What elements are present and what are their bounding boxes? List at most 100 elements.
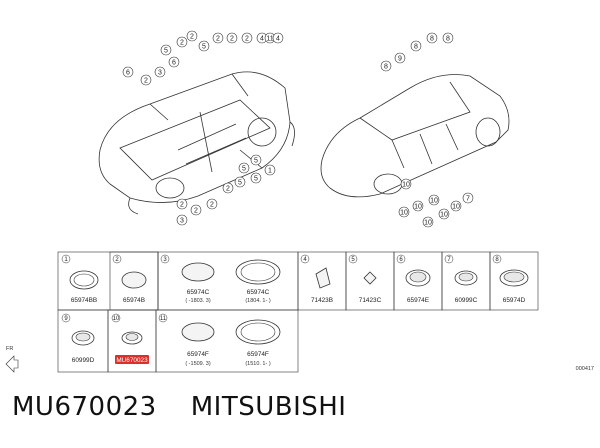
svg-text:8: 8 [430,36,434,43]
highlighted-part [115,355,149,364]
callout: 4 [272,32,284,44]
svg-text:5: 5 [242,166,246,173]
svg-text:2: 2 [226,186,230,193]
parts-table [57,251,539,373]
svg-text:2: 2 [230,36,234,43]
svg-text:2: 2 [194,208,198,215]
table-cell-1: 1 65974BB [61,254,99,304]
callout: 2 [186,30,198,42]
callout: 10 [438,208,450,220]
table-cell-6: 6 65974E [396,254,431,304]
table-cell-8: 8 65974D [492,254,529,304]
part-number: 65974E [407,297,429,304]
callout: 5 [238,162,250,174]
table-cell-2: 2 65974B [112,254,147,304]
callout: 2 [226,32,238,44]
callout: 8 [380,60,392,72]
svg-text:8: 8 [384,64,388,71]
svg-text:11: 11 [266,36,273,43]
callout: 1 [264,164,276,176]
callout: 2 [176,198,188,210]
callout: 6 [168,56,180,68]
callout: 9 [394,52,406,64]
callout: 2 [212,32,224,44]
callout: 5 [160,44,172,56]
brand-caption: MITSUBISHI [190,392,347,422]
svg-text:2: 2 [190,34,194,41]
parts-diagram: 6 2 3 6 5 2 2 2 5 2 2 4 11 4 5 5 2 5 1 5… [5,30,594,373]
table-cell-9: 9 60999D [61,313,95,364]
callout: 3 [154,66,166,78]
svg-text:4: 4 [260,36,264,43]
table-cell-3: 3 65974C ( -1803. 3) 65974C (1804. 1- ) [160,254,281,304]
callout: 8 [410,40,422,52]
part-number: 71423B [311,297,333,304]
svg-text:10: 10 [452,204,460,211]
part-note: (1804. 1- ) [245,298,271,304]
callout: 10 [400,178,412,190]
svg-text:10: 10 [430,198,438,205]
svg-text:11: 11 [160,316,167,322]
callout: 8 [442,32,454,44]
callout: 3 [176,214,188,226]
svg-text:3: 3 [180,218,184,225]
part-note: ( -1803. 3) [185,298,211,304]
svg-text:2: 2 [245,36,249,43]
svg-text:8: 8 [446,36,450,43]
svg-text:4: 4 [276,36,280,43]
svg-text:10: 10 [414,204,422,211]
part-note: ( -1509. 3) [185,361,211,367]
left-car-illustration [98,71,295,215]
svg-text:7: 7 [447,257,451,263]
callout: 8 [426,32,438,44]
figure-code: 000417 [576,366,594,372]
table-cell-11: 11 65974F ( -1509. 3) 65974F (1510. 1- ) [158,313,281,367]
svg-text:10: 10 [400,210,408,217]
table-cell-7: 7 60999C [444,254,478,304]
svg-text:6: 6 [172,60,176,67]
part-number: 65974F [187,351,209,358]
callout: 5 [250,172,262,184]
svg-text:9: 9 [398,56,402,63]
right-car-illustration [320,74,510,198]
caption: MU670023 MITSUBISHI [12,392,380,422]
table-cell-4: 4 71423B [300,254,333,304]
svg-text:5: 5 [164,48,168,55]
callout: 5 [234,176,246,188]
svg-text:7: 7 [466,196,470,203]
callout: 10 [450,200,462,212]
callout: 10 [412,200,424,212]
part-number-caption: MU670023 [12,392,157,422]
callout: 2 [222,182,234,194]
svg-text:5: 5 [254,176,258,183]
svg-text:6: 6 [126,70,130,77]
table-cell-5: 5 71423C [348,254,382,304]
part-number: 60999C [455,297,478,304]
svg-text:9: 9 [64,316,68,322]
callout: 2 [241,32,253,44]
front-direction-indicator: FR [5,346,19,373]
part-number: 65974B [123,297,145,304]
svg-text:5: 5 [202,44,206,51]
callout: 10 [398,206,410,218]
part-number: 65974C [247,289,270,296]
svg-text:3: 3 [163,257,167,263]
svg-text:2: 2 [144,78,148,85]
svg-text:1: 1 [268,168,272,175]
left-callouts: 6 2 3 6 5 2 2 2 5 2 2 4 11 4 5 5 2 5 1 5… [122,30,284,226]
svg-text:8: 8 [495,257,499,263]
part-number: 71423C [359,297,382,304]
table-cell-10: 10 MU670023 [111,313,149,364]
svg-text:2: 2 [210,202,214,209]
callout: 2 [190,204,202,216]
svg-text:4: 4 [303,257,307,263]
callout: 10 [428,194,440,206]
part-number: 65974BB [71,297,97,304]
right-callouts: 8 9 8 8 8 10 10 10 10 10 10 10 7 [380,32,474,228]
direction-label: FR [6,346,13,352]
callout: 2 [140,74,152,86]
part-number: 65974C [187,289,210,296]
part-number: 60999D [72,357,95,364]
svg-text:10: 10 [402,182,410,189]
svg-text:2: 2 [180,202,184,209]
